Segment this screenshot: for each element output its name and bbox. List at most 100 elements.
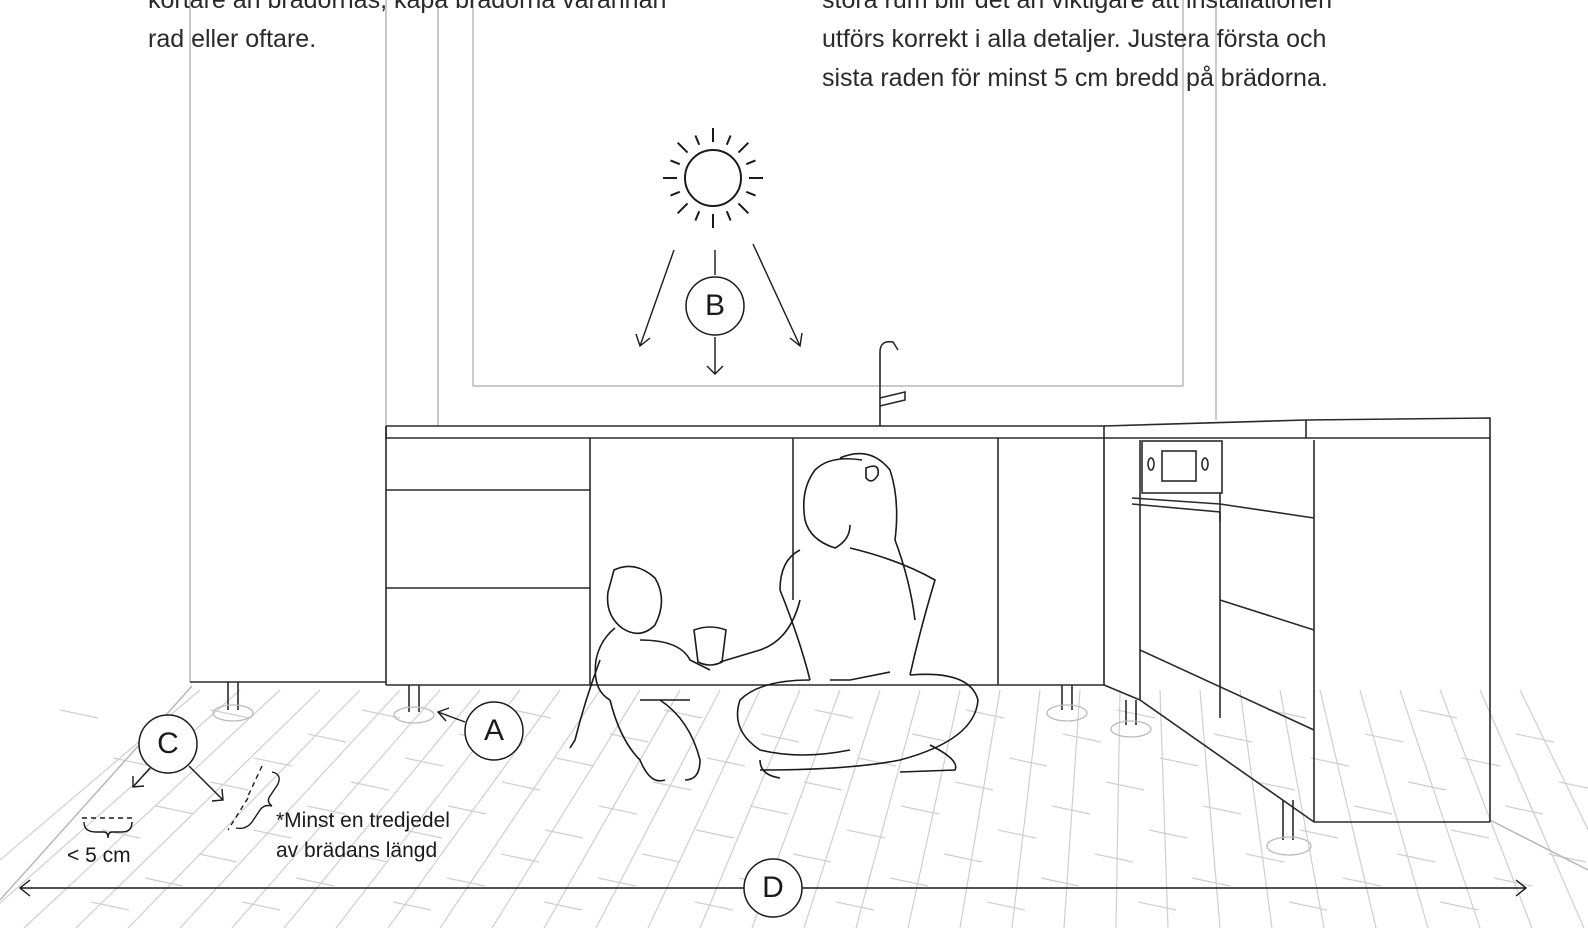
plank-seam bbox=[0, 690, 240, 928]
plank-joint bbox=[696, 830, 734, 838]
plank-seam bbox=[856, 690, 920, 928]
plank-joint bbox=[955, 782, 993, 790]
plank-joint bbox=[836, 902, 874, 910]
paragraph-right-line-2: utförs korrekt i alla detaljer. Justera … bbox=[822, 20, 1332, 59]
plank-joint bbox=[1451, 830, 1489, 838]
sun-ray bbox=[678, 203, 688, 213]
plank-joint bbox=[1095, 854, 1133, 862]
plank-joint bbox=[405, 758, 443, 766]
plank-joint bbox=[664, 710, 702, 718]
plank-seam bbox=[1160, 690, 1168, 928]
plank-joint bbox=[912, 734, 950, 742]
plank-joint bbox=[890, 878, 928, 886]
sun-ray bbox=[727, 211, 731, 220]
plank-seam bbox=[1240, 690, 1272, 928]
plank-seam bbox=[1400, 690, 1480, 928]
marker-a-label: A bbox=[465, 702, 523, 760]
sun-ray bbox=[746, 160, 755, 164]
plank-joint bbox=[296, 878, 334, 886]
plank-joint bbox=[1354, 806, 1392, 814]
plank-joint bbox=[1052, 806, 1090, 814]
sun-icon bbox=[663, 128, 763, 228]
plank-joint bbox=[1192, 878, 1230, 886]
plank-joint bbox=[987, 902, 1025, 910]
plank-joint bbox=[1419, 710, 1457, 718]
plank-joint bbox=[1041, 878, 1079, 886]
plank-joint bbox=[599, 806, 637, 814]
plank-joint bbox=[447, 878, 485, 886]
plank-joint bbox=[804, 782, 842, 790]
plank-joint bbox=[211, 710, 249, 718]
family-figures bbox=[570, 454, 978, 781]
plank-joint bbox=[1160, 758, 1198, 766]
plank-joint bbox=[1009, 758, 1047, 766]
plank-joint bbox=[556, 758, 594, 766]
marker-c-label: C bbox=[139, 715, 197, 773]
marker-b-label: B bbox=[686, 277, 744, 335]
plank-joint bbox=[642, 854, 680, 862]
plank-joint bbox=[199, 854, 237, 862]
plank-joint bbox=[1149, 830, 1187, 838]
plank-joint bbox=[1397, 854, 1435, 862]
sun-ray bbox=[746, 192, 755, 196]
plank-joint bbox=[695, 902, 733, 910]
room-walls bbox=[0, 0, 1588, 900]
sun-ray bbox=[695, 136, 699, 145]
marker-circles bbox=[139, 277, 802, 917]
plank-joint bbox=[1408, 782, 1446, 790]
plank-joint bbox=[242, 902, 280, 910]
plank-joint bbox=[1559, 782, 1588, 790]
plank-joint bbox=[502, 782, 540, 790]
sun-ray bbox=[738, 143, 748, 153]
plank-joint bbox=[761, 734, 799, 742]
sun-ray bbox=[671, 192, 680, 196]
sun-ray bbox=[695, 211, 699, 220]
plank-seam bbox=[1280, 690, 1324, 928]
plank-joint bbox=[1063, 734, 1101, 742]
plank-joint bbox=[501, 854, 539, 862]
plank-joint bbox=[1365, 734, 1403, 742]
plank-joint bbox=[393, 902, 431, 910]
sun-ray bbox=[738, 203, 748, 213]
plank-seam bbox=[1116, 690, 1120, 928]
plank-joint bbox=[847, 830, 885, 838]
plank-joint bbox=[448, 806, 486, 814]
plank-joint bbox=[1106, 782, 1144, 790]
plank-joint bbox=[145, 878, 183, 886]
plank-joint bbox=[1311, 758, 1349, 766]
plank-joint bbox=[254, 758, 292, 766]
plank-joint bbox=[544, 902, 582, 910]
paragraph-right-line-1: stora rum blir det än viktigare att inst… bbox=[822, 0, 1332, 20]
plank-joint bbox=[750, 806, 788, 814]
plank-joint bbox=[598, 878, 636, 886]
paragraph-left-line-2: rad eller oftare. bbox=[148, 20, 666, 59]
plank-joint bbox=[1289, 902, 1327, 910]
plank-joint bbox=[707, 758, 745, 766]
offset-note-line-1: *Minst en tredjedel bbox=[276, 808, 450, 834]
plank-joint bbox=[1505, 806, 1543, 814]
paragraph-right-line-3: sista raden för minst 5 cm bredd på bräd… bbox=[822, 59, 1332, 98]
sun-ray bbox=[678, 143, 688, 153]
kitchen-cabinets bbox=[190, 342, 1490, 840]
instruction-paragraph-right: stora rum blir det än viktigare att inst… bbox=[822, 0, 1332, 98]
plank-joint bbox=[1516, 734, 1554, 742]
paragraph-left-line-1: kortare än brädornas, kapa brädorna vara… bbox=[148, 0, 666, 20]
plank-joint bbox=[1300, 830, 1338, 838]
plank-joint bbox=[1138, 902, 1176, 910]
marker-d-label: D bbox=[744, 859, 802, 917]
min-width-label: < 5 cm bbox=[67, 843, 131, 869]
plank-joint bbox=[91, 902, 129, 910]
plank-joint bbox=[210, 782, 248, 790]
plank-joint bbox=[944, 854, 982, 862]
plank-joint bbox=[156, 806, 194, 814]
plank-joint bbox=[966, 710, 1004, 718]
plank-seam bbox=[1012, 690, 1040, 928]
plank-seam bbox=[804, 690, 880, 928]
plank-seam bbox=[1480, 690, 1584, 928]
sun-ray bbox=[727, 136, 731, 145]
plank-joint bbox=[1203, 806, 1241, 814]
plank-joint bbox=[815, 710, 853, 718]
sun-ray bbox=[671, 160, 680, 164]
plank-joint bbox=[60, 710, 98, 718]
